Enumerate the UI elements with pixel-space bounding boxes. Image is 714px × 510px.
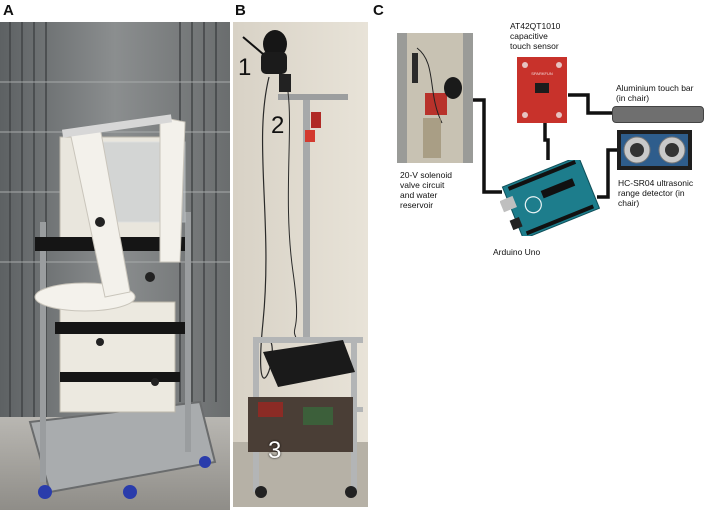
label-range-detector: HC-SR04 ultrasonic range detector (in ch… [618,178,694,208]
panel-b-photo: 1 2 3 [233,22,368,507]
panel-a-photo [0,22,230,510]
label-touch-bar: Aluminium touch bar (in chair) [616,83,694,103]
panel-b-letter: B [235,2,246,19]
svg-text:SPARKFUN: SPARKFUN [531,71,553,76]
marker-1: 1 [238,54,252,81]
camera-stand-photo [233,22,368,507]
marker-2: 2 [271,112,285,139]
valve-circuit-photo [397,33,473,163]
primate-chair-photo [0,22,230,510]
panel-a-letter: A [3,2,14,19]
marker-3: 3 [268,437,282,464]
touch-sensor-board: SPARKFUN [517,57,567,123]
ultrasonic-sensor [617,130,692,170]
touch-bar [612,106,704,123]
label-arduino: Arduino Uno [493,247,541,257]
arduino-board [500,160,600,236]
panel-c-letter: C [373,2,384,19]
label-touch-sensor: AT42QT1010 capacitive touch sensor [510,21,561,51]
label-valve: 20-V solenoid valve circuit and water re… [400,170,452,210]
